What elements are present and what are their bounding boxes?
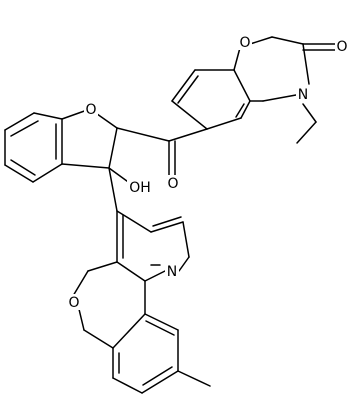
bond bbox=[108, 167, 118, 212]
bond bbox=[171, 100, 208, 130]
bond bbox=[249, 36, 273, 45]
bond bbox=[177, 75, 199, 104]
bond bbox=[233, 69, 251, 102]
bond bbox=[112, 377, 143, 394]
bond bbox=[10, 159, 36, 176]
bond bbox=[240, 100, 251, 119]
bond bbox=[171, 69, 196, 102]
bond bbox=[33, 112, 63, 120]
atom-label-background bbox=[165, 262, 179, 279]
atom-label-furan-oxygen: O bbox=[84, 101, 98, 118]
bond bbox=[235, 103, 245, 118]
bond bbox=[4, 112, 35, 131]
bond bbox=[182, 221, 190, 258]
bond bbox=[141, 370, 179, 394]
bond bbox=[112, 313, 146, 349]
bond bbox=[4, 164, 34, 183]
bond bbox=[142, 366, 173, 386]
atom-label-text: O bbox=[85, 102, 96, 118]
atom-label-hydroxyl: OH bbox=[127, 179, 153, 196]
bond bbox=[177, 370, 211, 387]
bond bbox=[271, 36, 304, 45]
bond bbox=[61, 163, 110, 169]
bond bbox=[32, 163, 63, 183]
bond bbox=[116, 210, 152, 233]
atom-label-background bbox=[238, 34, 252, 50]
atom-label-background bbox=[296, 85, 310, 102]
atom-label-oxazine-oxygen: O bbox=[238, 34, 252, 51]
atom-label-text: OH bbox=[129, 180, 151, 196]
atom-label-background bbox=[166, 175, 180, 191]
atom-label-pyridine-nitrogen: N bbox=[165, 262, 179, 280]
bond bbox=[144, 313, 179, 331]
bond bbox=[144, 270, 166, 282]
atom-label-text: N bbox=[298, 87, 308, 103]
bond bbox=[178, 256, 190, 272]
atom-label-background bbox=[67, 294, 81, 310]
bond bbox=[262, 94, 297, 102]
bond bbox=[150, 221, 184, 233]
bond bbox=[168, 128, 208, 142]
atom-label-text: O bbox=[239, 35, 250, 51]
bond bbox=[116, 261, 146, 282]
bond bbox=[83, 329, 114, 349]
bond bbox=[116, 127, 170, 142]
atom-label-text: N bbox=[167, 264, 177, 280]
atom-label-text: O bbox=[336, 39, 347, 55]
atom-label-ketone-oxygen: O bbox=[166, 175, 180, 192]
atom-label-lactam-oxygen: O bbox=[335, 38, 349, 55]
atom-label-text: O bbox=[68, 295, 79, 311]
bond bbox=[108, 127, 118, 169]
atom-label-pyran-oxygen: O bbox=[67, 294, 81, 311]
bond bbox=[145, 320, 175, 336]
bond bbox=[296, 121, 317, 144]
atom-labels: O O OH O O N N O bbox=[67, 34, 349, 311]
bond bbox=[302, 103, 317, 123]
bond bbox=[87, 261, 118, 272]
atom-label-background bbox=[84, 101, 98, 117]
atom-label-lactam-nitrogen: N bbox=[296, 85, 310, 103]
bond bbox=[206, 117, 242, 130]
bond bbox=[10, 120, 39, 137]
bonds bbox=[4, 36, 337, 394]
atom-label-text: O bbox=[167, 176, 178, 192]
atom-label-background bbox=[127, 179, 153, 195]
atom-label-background bbox=[335, 38, 349, 54]
bond bbox=[152, 216, 182, 227]
